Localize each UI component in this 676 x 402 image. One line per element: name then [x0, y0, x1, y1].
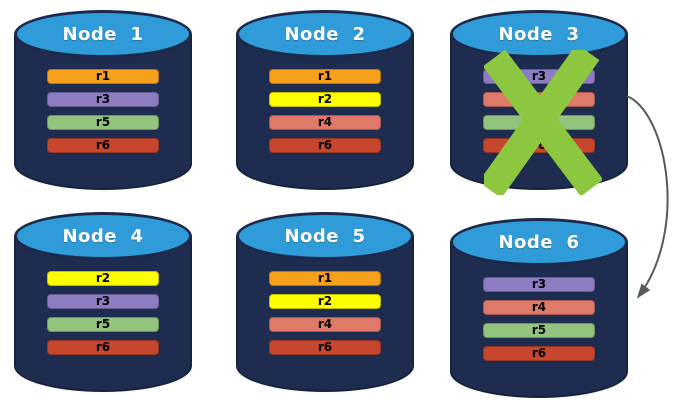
- replica-bar-r4: r4: [483, 300, 595, 315]
- replica-bar-r1: r1: [269, 69, 381, 84]
- node-title: Node 3: [498, 23, 580, 45]
- cylinder-top: Node 5: [236, 212, 414, 260]
- node-title: Node 4: [62, 225, 144, 247]
- replica-bar-r5: r5: [483, 323, 595, 338]
- node-title: Node 5: [284, 225, 366, 247]
- cylinder-body: [236, 34, 414, 190]
- replica-bar-r1: r1: [47, 69, 159, 84]
- cylinder-top: Node 6: [450, 218, 628, 266]
- replica-bar-r6: r6: [269, 138, 381, 153]
- cylinder-top: Node 1: [14, 10, 192, 58]
- replica-bar-r3: r3: [47, 294, 159, 309]
- node-5: Node 5 r1 r2 r4 r6: [236, 212, 414, 392]
- replica-bar-r6: r6: [47, 340, 159, 355]
- replica-bar-r5: r5: [47, 317, 159, 332]
- cylinder-body: [450, 242, 628, 398]
- node-title: Node 6: [498, 231, 580, 253]
- cylinder-top: Node 3: [450, 10, 628, 58]
- node-1: Node 1 r1 r3 r5 r6: [14, 10, 192, 190]
- cylinder-top: Node 2: [236, 10, 414, 58]
- failure-x-icon: [484, 50, 602, 195]
- replica-bar-r2: r2: [269, 294, 381, 309]
- cylinder-top: Node 4: [14, 212, 192, 260]
- node-6: Node 6 r3 r4 r5 r6: [450, 218, 628, 398]
- replica-bar-r4: r4: [269, 115, 381, 130]
- replica-list: r1 r2 r4 r6: [236, 69, 414, 153]
- replica-list: r3 r4 r5 r6: [450, 277, 628, 361]
- replica-bar-r6: r6: [269, 340, 381, 355]
- replica-bar-r3: r3: [47, 92, 159, 107]
- node-title: Node 2: [284, 23, 366, 45]
- node-title: Node 1: [62, 23, 144, 45]
- replica-bar-r6: r6: [47, 138, 159, 153]
- node-2: Node 2 r1 r2 r4 r6: [236, 10, 414, 190]
- replica-bar-r2: r2: [47, 271, 159, 286]
- replica-bar-r3: r3: [483, 277, 595, 292]
- replica-bar-r6: r6: [483, 346, 595, 361]
- replica-bar-r5: r5: [47, 115, 159, 130]
- replica-bar-r2: r2: [269, 92, 381, 107]
- node-4: Node 4 r2 r3 r5 r6: [14, 212, 192, 392]
- replica-list: r1 r3 r5 r6: [14, 69, 192, 153]
- replica-list: r1 r2 r4 r6: [236, 271, 414, 355]
- cylinder-body: [236, 236, 414, 392]
- replica-bar-r1: r1: [269, 271, 381, 286]
- replica-list: r2 r3 r5 r6: [14, 271, 192, 355]
- replica-bar-r4: r4: [269, 317, 381, 332]
